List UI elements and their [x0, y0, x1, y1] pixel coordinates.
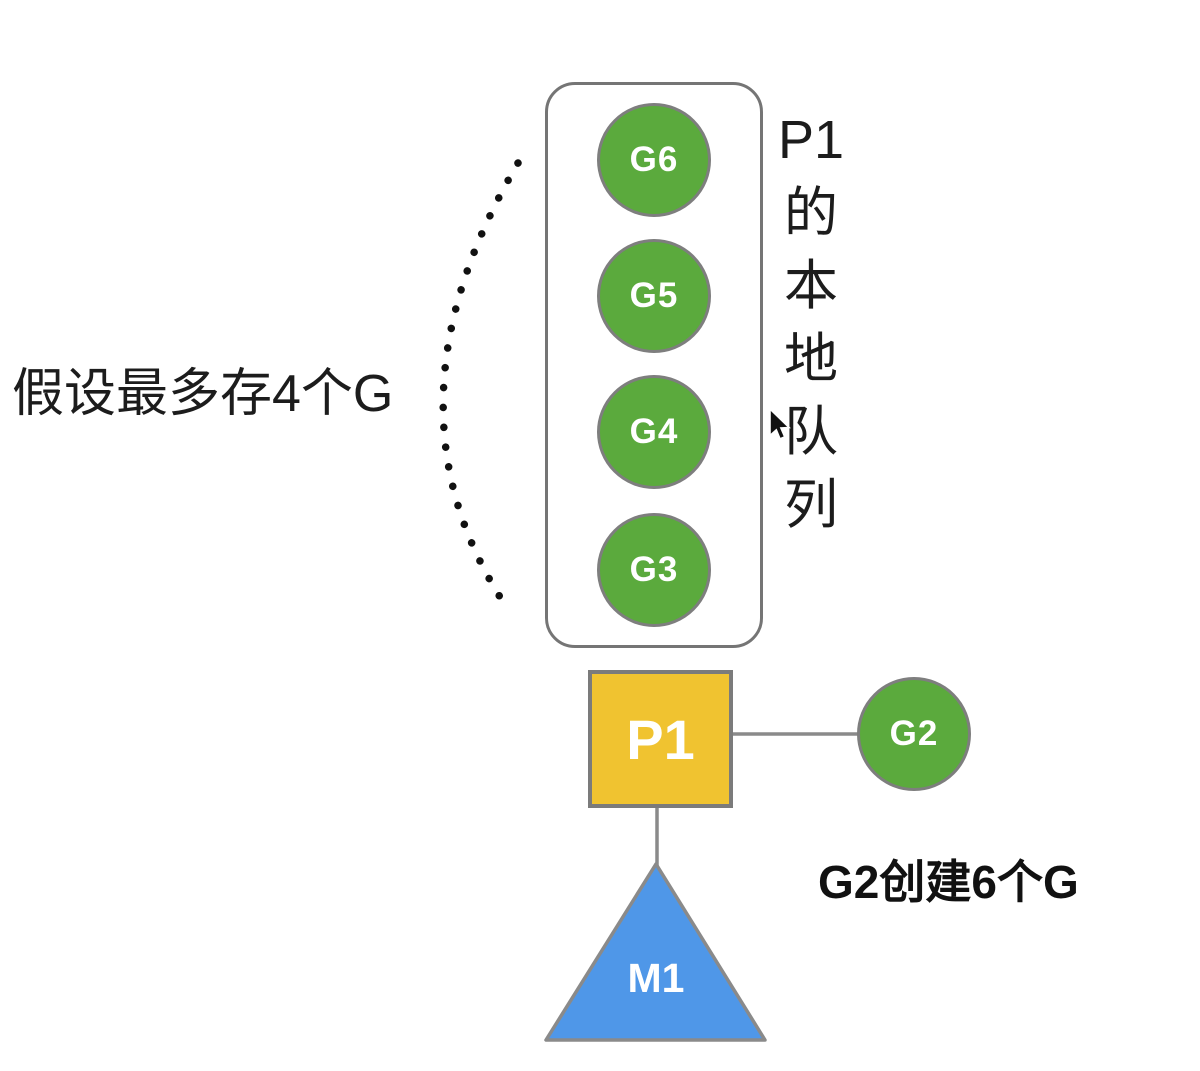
goroutine-node-g6: G6 — [597, 103, 711, 217]
queue-side-label-line: 队 — [784, 402, 838, 462]
goroutine-label: G2 — [889, 714, 939, 753]
processor-label: P1 — [626, 707, 695, 771]
goroutine-label: G4 — [629, 412, 679, 451]
queue-side-label: P1 的 本 地 队 列 — [776, 104, 846, 542]
queue-side-label-line: 本 — [784, 256, 838, 316]
goroutine-node-g2: G2 — [857, 677, 971, 791]
machine-label: M1 — [627, 955, 685, 1001]
machine-triangle — [544, 862, 767, 1042]
queue-side-label-line: 地 — [784, 329, 838, 389]
goroutine-node-g4: G4 — [597, 375, 711, 489]
queue-side-label-line: P1 — [777, 110, 845, 170]
queue-side-label-line: 的 — [784, 183, 838, 243]
goroutine-label: G6 — [629, 140, 679, 179]
processor-node-p1: P1 — [588, 670, 733, 808]
dotted-arc — [439, 159, 522, 601]
goroutine-label: G3 — [629, 550, 679, 589]
bottom-annotation: G2创建6个G — [818, 856, 1079, 908]
queue-side-label-line: 列 — [784, 475, 838, 535]
left-annotation: 假设最多存4个G — [12, 365, 394, 423]
goroutine-label: G5 — [629, 276, 679, 315]
goroutine-node-g5: G5 — [597, 239, 711, 353]
goroutine-node-g3: G3 — [597, 513, 711, 627]
